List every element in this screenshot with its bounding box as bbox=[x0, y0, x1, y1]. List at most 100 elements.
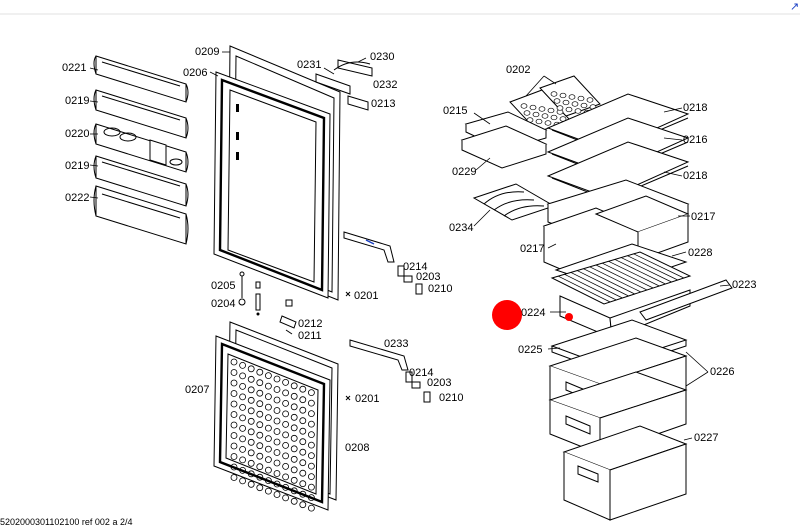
door-dimple bbox=[239, 403, 247, 411]
door-dimple bbox=[290, 466, 298, 474]
door-dimple bbox=[247, 386, 255, 394]
door-dimple bbox=[307, 494, 315, 502]
door-dimple bbox=[239, 477, 247, 485]
door-dimple bbox=[256, 431, 264, 439]
door-dimple bbox=[230, 463, 238, 471]
label-0201-lower: 0201 bbox=[355, 393, 379, 405]
door-dimple bbox=[239, 466, 247, 474]
door-dimple bbox=[290, 382, 298, 390]
label-0225: 0225 bbox=[518, 344, 542, 356]
upper-door-gasket-0206 bbox=[213, 71, 331, 299]
door-dimple bbox=[230, 442, 238, 450]
wire-rod bbox=[614, 259, 666, 285]
label-0221: 0221 bbox=[62, 62, 86, 74]
label-0202: 0202 bbox=[506, 64, 530, 76]
door-dimple bbox=[264, 435, 272, 443]
door-dimple bbox=[290, 497, 298, 505]
door-dimple bbox=[282, 420, 290, 428]
label-0232: 0232 bbox=[373, 79, 397, 91]
door-dimple bbox=[247, 480, 255, 488]
label-0218-bottom: 0218 bbox=[683, 170, 707, 182]
door-dimple bbox=[247, 438, 255, 446]
door-dimple bbox=[282, 441, 290, 449]
door-dimple bbox=[264, 424, 272, 432]
door-dimple bbox=[290, 434, 298, 442]
door-dimple bbox=[273, 407, 281, 414]
door-dimple bbox=[256, 463, 264, 471]
door-dimple bbox=[273, 386, 281, 393]
door-dimple bbox=[299, 480, 307, 488]
door-dimple bbox=[307, 431, 315, 439]
door-dimple bbox=[247, 428, 255, 436]
door-dimple bbox=[299, 427, 307, 435]
door-dimple bbox=[264, 445, 272, 453]
label-0217-left: 0217 bbox=[520, 243, 544, 255]
door-dimple bbox=[299, 406, 307, 414]
label-0203-lower: 0203 bbox=[427, 377, 451, 389]
ice-cube-cell bbox=[532, 111, 540, 118]
door-dimple bbox=[239, 382, 247, 390]
door-dimple bbox=[307, 441, 315, 449]
door-dimple bbox=[273, 417, 281, 425]
door-dimple bbox=[299, 396, 307, 404]
door-dimple bbox=[230, 453, 238, 460]
crisper-drawers-0226 bbox=[548, 337, 688, 455]
glass-shelves bbox=[546, 93, 690, 201]
door-dimple bbox=[264, 456, 272, 464]
ice-cube-cell bbox=[571, 101, 579, 107]
door-dimple bbox=[273, 375, 281, 383]
door-dimple bbox=[307, 473, 315, 481]
door-dimple bbox=[307, 389, 315, 397]
door-shelf-0219-bottom bbox=[93, 155, 189, 207]
label-0219-top: 0219 bbox=[65, 95, 89, 107]
corner-arrow-icon[interactable]: ↗ bbox=[790, 1, 799, 13]
door-dimple bbox=[264, 393, 272, 401]
upper-handle bbox=[343, 231, 423, 297]
door-dimple bbox=[239, 372, 247, 380]
door-shelf-0219-top bbox=[93, 89, 189, 139]
ice-cube-cell bbox=[565, 106, 573, 113]
door-dimple bbox=[256, 421, 264, 429]
door-dimple bbox=[273, 438, 281, 446]
door-dimple bbox=[307, 420, 315, 428]
label-0214-lower: 0214 bbox=[409, 367, 433, 379]
label-0234: 0234 bbox=[449, 222, 473, 234]
door-dimple bbox=[299, 385, 307, 393]
label-0205: 0205 bbox=[211, 280, 235, 292]
door-dimple bbox=[290, 424, 298, 432]
door-dimple bbox=[299, 417, 307, 425]
red-marker-large[interactable] bbox=[492, 300, 522, 330]
door-dimple bbox=[256, 379, 264, 387]
ice-cube-cell bbox=[550, 91, 558, 97]
label-0218-top: 0218 bbox=[683, 102, 707, 114]
ice-cube-cell bbox=[577, 95, 585, 102]
label-0203-upper: 0203 bbox=[416, 271, 440, 283]
ice-cube-cell bbox=[538, 106, 546, 112]
door-shelf-0221 bbox=[93, 55, 189, 103]
ice-cube-cell bbox=[529, 104, 537, 111]
label-0217-right: 0217 bbox=[691, 211, 715, 223]
door-dimple bbox=[290, 455, 298, 463]
wire-rod bbox=[608, 260, 660, 287]
red-marker-small[interactable] bbox=[565, 313, 573, 321]
door-dimple bbox=[273, 480, 281, 488]
label-0208: 0208 bbox=[345, 442, 369, 454]
label-0216: 0216 bbox=[683, 134, 707, 146]
door-dimple bbox=[230, 421, 238, 429]
ice-cube-cell bbox=[562, 99, 570, 106]
door-dimple bbox=[290, 487, 298, 495]
door-dimple bbox=[247, 396, 255, 404]
label-0219-bottom: 0219 bbox=[65, 160, 89, 172]
door-dimple bbox=[256, 452, 264, 460]
label-0230: 0230 bbox=[370, 51, 394, 63]
ice-cube-cell bbox=[580, 102, 588, 109]
bottom-drawer-0227 bbox=[562, 425, 688, 521]
label-0220: 0220 bbox=[65, 128, 89, 140]
door-dimple bbox=[256, 484, 264, 492]
door-dimple bbox=[307, 462, 315, 470]
door-dimple bbox=[282, 399, 290, 407]
wire-rod bbox=[595, 264, 648, 291]
door-dimple bbox=[247, 470, 255, 478]
label-0226: 0226 bbox=[710, 366, 734, 378]
label-0231: 0231 bbox=[297, 59, 321, 71]
